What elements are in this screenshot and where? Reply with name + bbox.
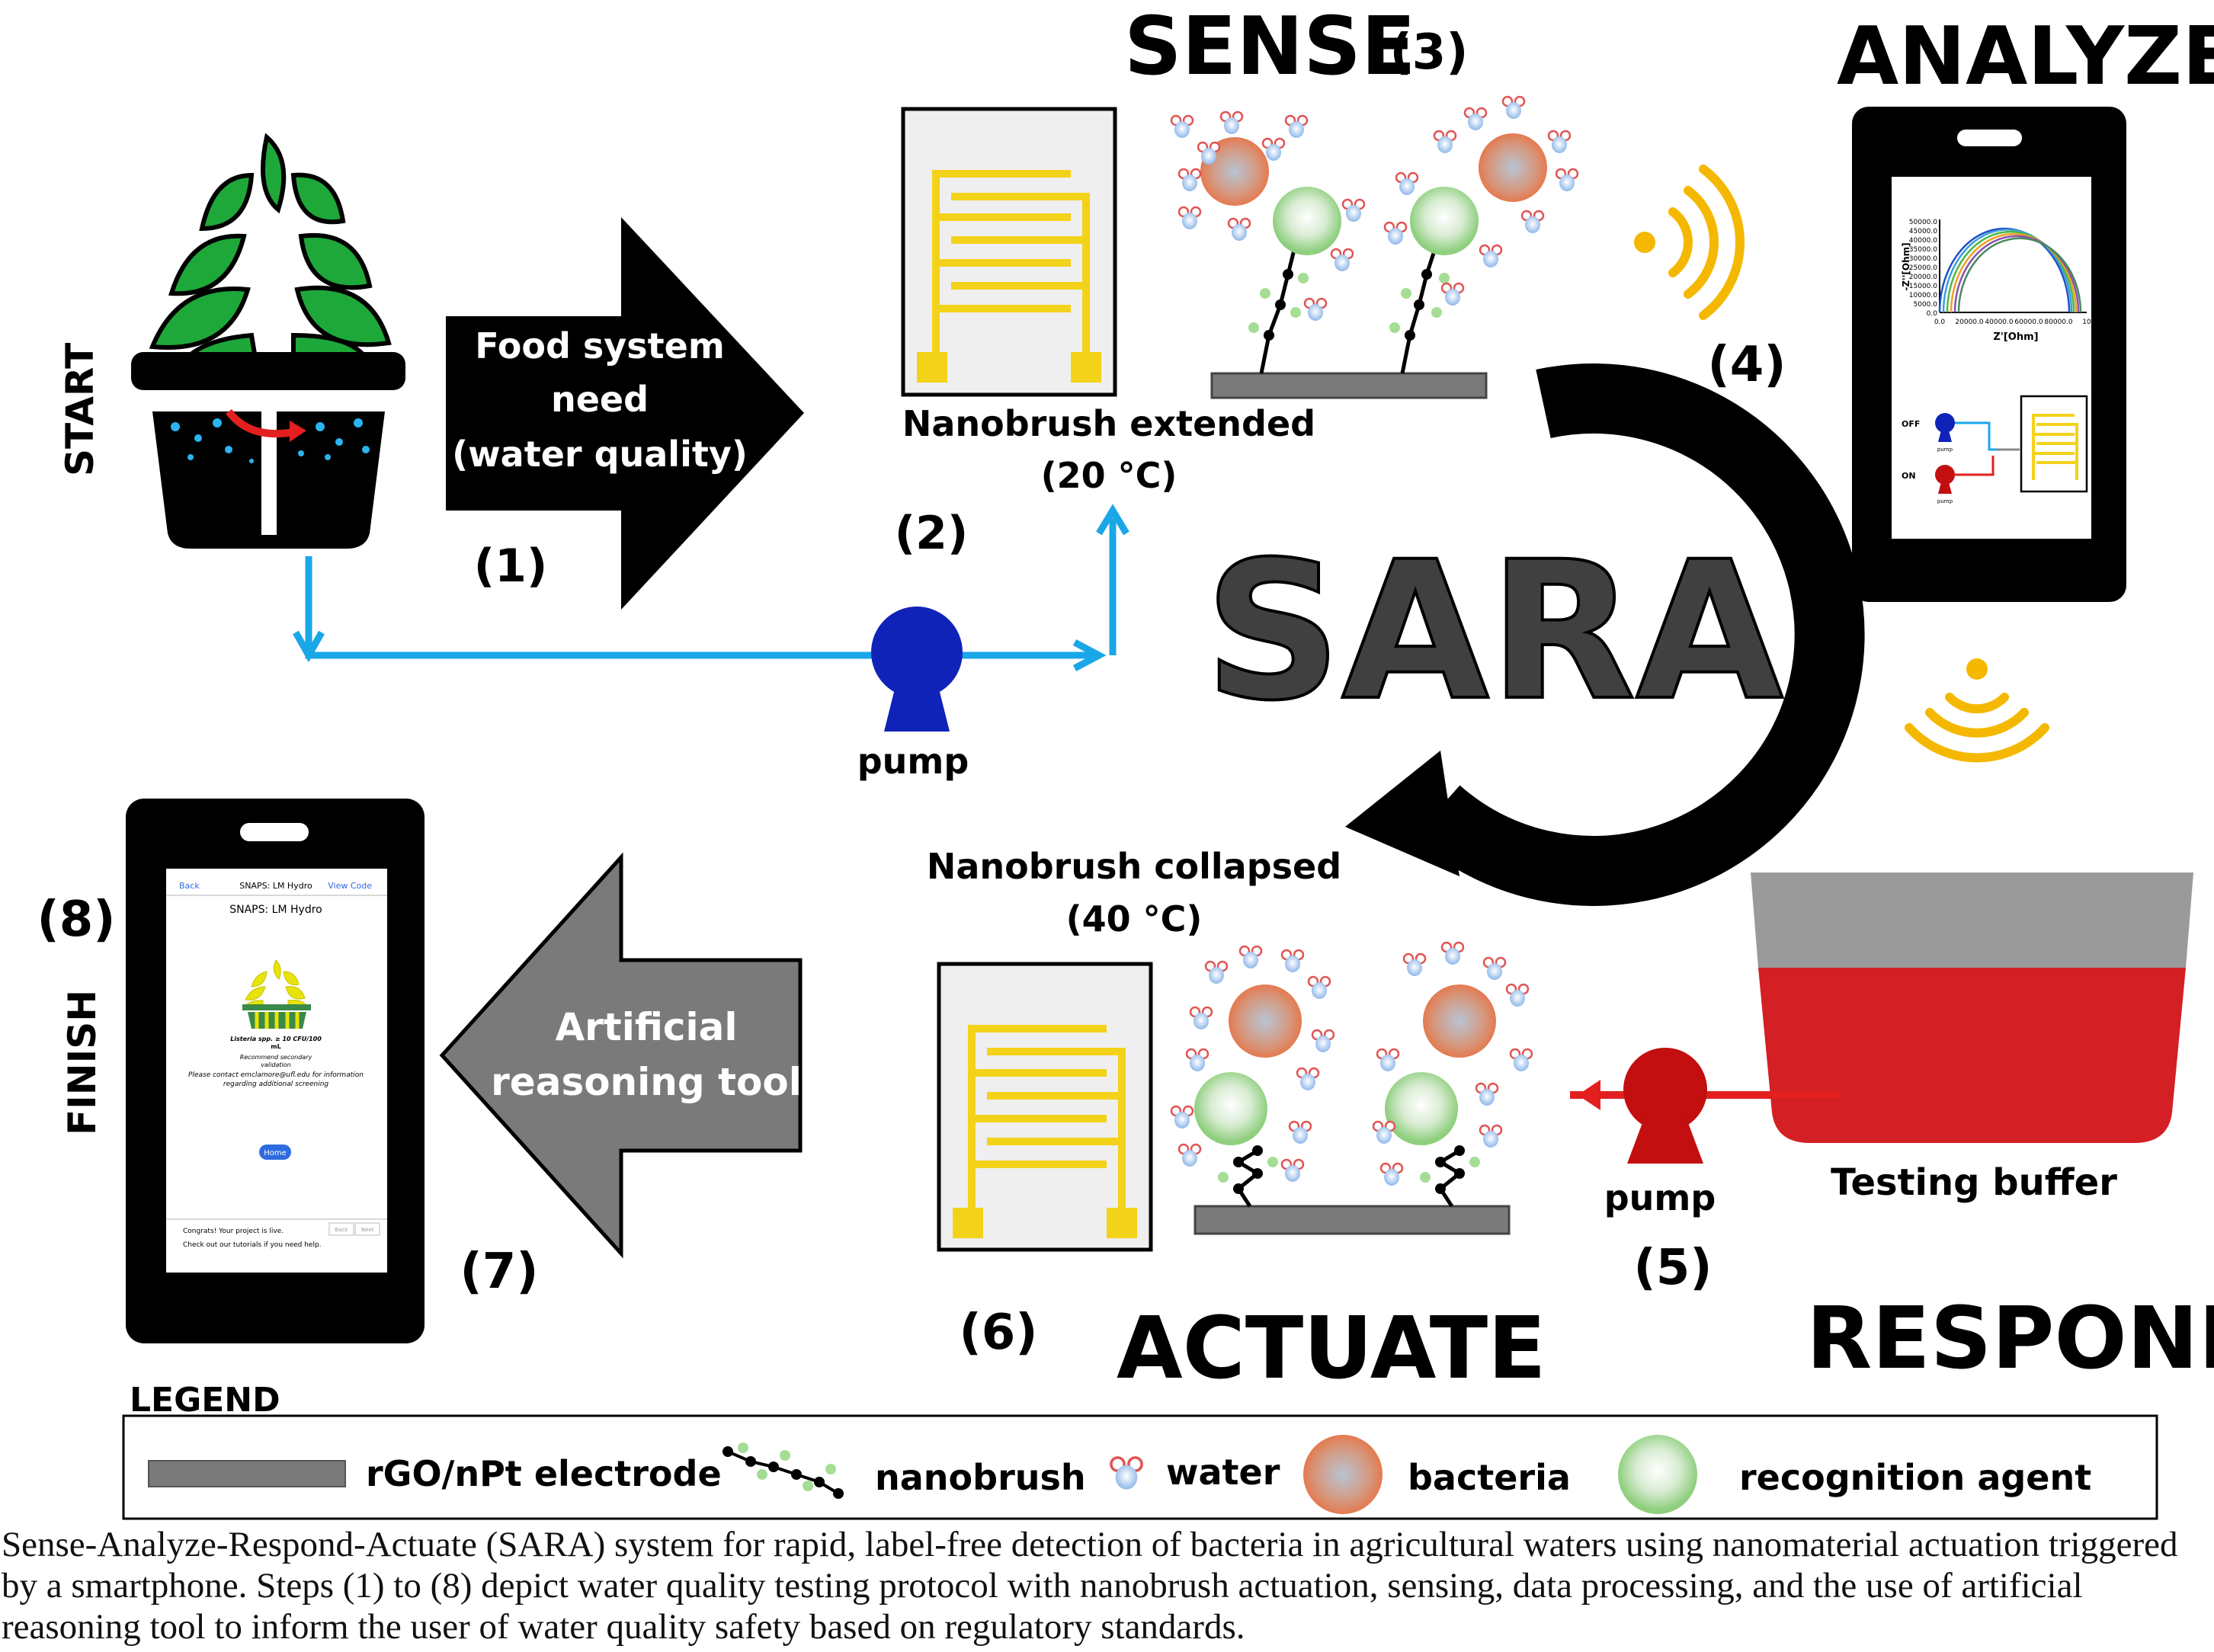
electrode-chip-extended (901, 107, 1117, 397)
legend (122, 1414, 2158, 1520)
y-tick: 40000.0 (1909, 237, 1937, 245)
y-tick: 45000.0 (1909, 228, 1937, 235)
y-tick: 20000.0 (1909, 274, 1937, 281)
nanobrush-collapsed-line2: (40 °C) (1066, 898, 1203, 940)
nav-title: SNAPS: LM Hydro (239, 881, 312, 891)
step-6-label: (6) (959, 1305, 1037, 1361)
step-8-label: (8) (37, 892, 115, 948)
y-tick: 10000.0 (1909, 292, 1937, 299)
food-system-line2: need (551, 379, 649, 420)
pump-top-label: pump (857, 741, 969, 782)
result-line2: mL (271, 1043, 280, 1050)
x-tick: 80000.0 (2044, 319, 2072, 326)
sensor-collapsed-illustration (1170, 941, 1533, 1235)
y-tick: 50000.0 (1909, 219, 1937, 226)
x-tick: 0.0 (1934, 319, 1946, 326)
result-line1: Listeria spp. ≥ 10 CFU/100 (230, 1036, 322, 1042)
step-4-label: (4) (1707, 337, 1786, 393)
y-tick: 0.0 (1927, 310, 1938, 318)
testing-buffer-label: Testing buffer (1831, 1161, 2117, 1204)
wireless-signal-icon (1634, 165, 1745, 320)
pump-on-label: pump (1937, 498, 1953, 504)
plant-pot-icon (131, 133, 405, 549)
on-label: ON (1902, 471, 1916, 481)
analyze-smartphone: 50000.0 45000.0 40000.0 35000.0 30000.0 … (1852, 107, 2126, 602)
y-tick: 5000.0 (1914, 301, 1938, 309)
food-system-line1: Food system (475, 325, 725, 367)
nanobrush-collapsed-line1: Nanobrush collapsed (927, 846, 1341, 887)
step-5-label: (5) (1633, 1240, 1712, 1296)
back-link[interactable]: Back (179, 881, 200, 891)
legend-electrode-label: rGO/nPt electrode (366, 1453, 722, 1494)
sara-diagram: START Food system need (water quality) (… (37, 0, 2214, 1520)
legend-recognition-swatch (1618, 1435, 1697, 1514)
step-3-label: (3) (1389, 24, 1468, 81)
pump-icon-blue (871, 607, 963, 732)
off-label: OFF (1902, 419, 1920, 429)
phase-sense: SENSE (1124, 0, 1416, 93)
sensor-extended-illustration (1170, 95, 1579, 399)
legend-electrode-swatch (148, 1460, 346, 1487)
testing-buffer-cup (1751, 872, 2193, 1143)
pump-icon-red (1623, 1048, 1707, 1164)
finish-smartphone (126, 799, 425, 1343)
x-tick: 40000.0 (1985, 319, 2013, 326)
electrode-chip-collapsed (937, 962, 1153, 1252)
footer-tutorials: Check out our tutorials if you need help… (183, 1241, 322, 1249)
impedance-y-axis: -Z''[Ohm] (1901, 242, 1911, 290)
phase-respond: RESPOND (1806, 1289, 2214, 1388)
pump-bottom-label: pump (1604, 1177, 1716, 1218)
phase-actuate: ACTUATE (1117, 1299, 1546, 1398)
footer-next-button[interactable]: Next (361, 1227, 374, 1233)
y-tick: 25000.0 (1909, 264, 1937, 272)
legend-water-label: water (1166, 1452, 1280, 1493)
water-pipe (293, 504, 1129, 671)
sara-cycle-arrow (1345, 363, 1865, 906)
food-system-line3: (water quality) (452, 434, 748, 475)
legend-title: LEGEND (130, 1381, 280, 1420)
nanobrush-extended-line2: (20 °C) (1041, 455, 1177, 496)
recommend-line1: Recommend secondary (240, 1054, 312, 1061)
x-tick: 10 (2082, 319, 2091, 326)
phase-analyze: ANALYZE (1837, 10, 2214, 103)
nanobrush-extended-line1: Nanobrush extended (902, 403, 1315, 444)
footer-back-button[interactable]: Back (335, 1227, 349, 1233)
step-2-label: (2) (895, 507, 969, 560)
artificial-reasoning-arrow (439, 852, 803, 1259)
step-1-label: (1) (474, 539, 548, 593)
home-button[interactable]: Home (264, 1149, 287, 1157)
x-tick: 20000.0 (1955, 319, 1983, 326)
view-code-link[interactable]: View Code (328, 881, 372, 891)
wireless-signal-icon (1905, 658, 2049, 763)
y-tick: 15000.0 (1909, 283, 1937, 290)
pump-off-label: pump (1937, 447, 1953, 453)
legend-recognition-label: recognition agent (1739, 1457, 2091, 1498)
contact-line2: regarding additional screening (223, 1081, 329, 1088)
impedance-x-axis: Z'[Ohm] (1993, 331, 2038, 343)
legend-nanobrush-label: nanobrush (875, 1457, 1086, 1498)
figure-caption: Sense-Analyze-Respond-Actuate (SARA) sys… (2, 1525, 2178, 1647)
legend-bacteria-label: bacteria (1408, 1457, 1571, 1498)
finish-label: FINISH (60, 990, 104, 1135)
y-tick: 30000.0 (1909, 255, 1937, 263)
ai-tool-line2: reasoning tool (491, 1060, 802, 1104)
legend-nanobrush-swatch (723, 1442, 844, 1499)
food-system-need-arrow (446, 217, 804, 610)
legend-bacteria-swatch (1303, 1435, 1383, 1514)
sara-title: SARA (1204, 520, 1783, 742)
start-label: START (58, 343, 102, 476)
step-7-label: (7) (460, 1244, 538, 1300)
ai-tool-line1: Artificial (555, 1005, 737, 1049)
recommend-line2: validation (261, 1061, 290, 1068)
app-title: SNAPS: LM Hydro (229, 904, 322, 916)
x-tick: 60000.0 (2014, 319, 2043, 326)
footer-congrats: Congrats! Your project is live. (183, 1228, 284, 1235)
y-tick: 35000.0 (1909, 246, 1937, 254)
contact-line1: Please contact emclamore@ufl.edu for inf… (188, 1071, 364, 1079)
